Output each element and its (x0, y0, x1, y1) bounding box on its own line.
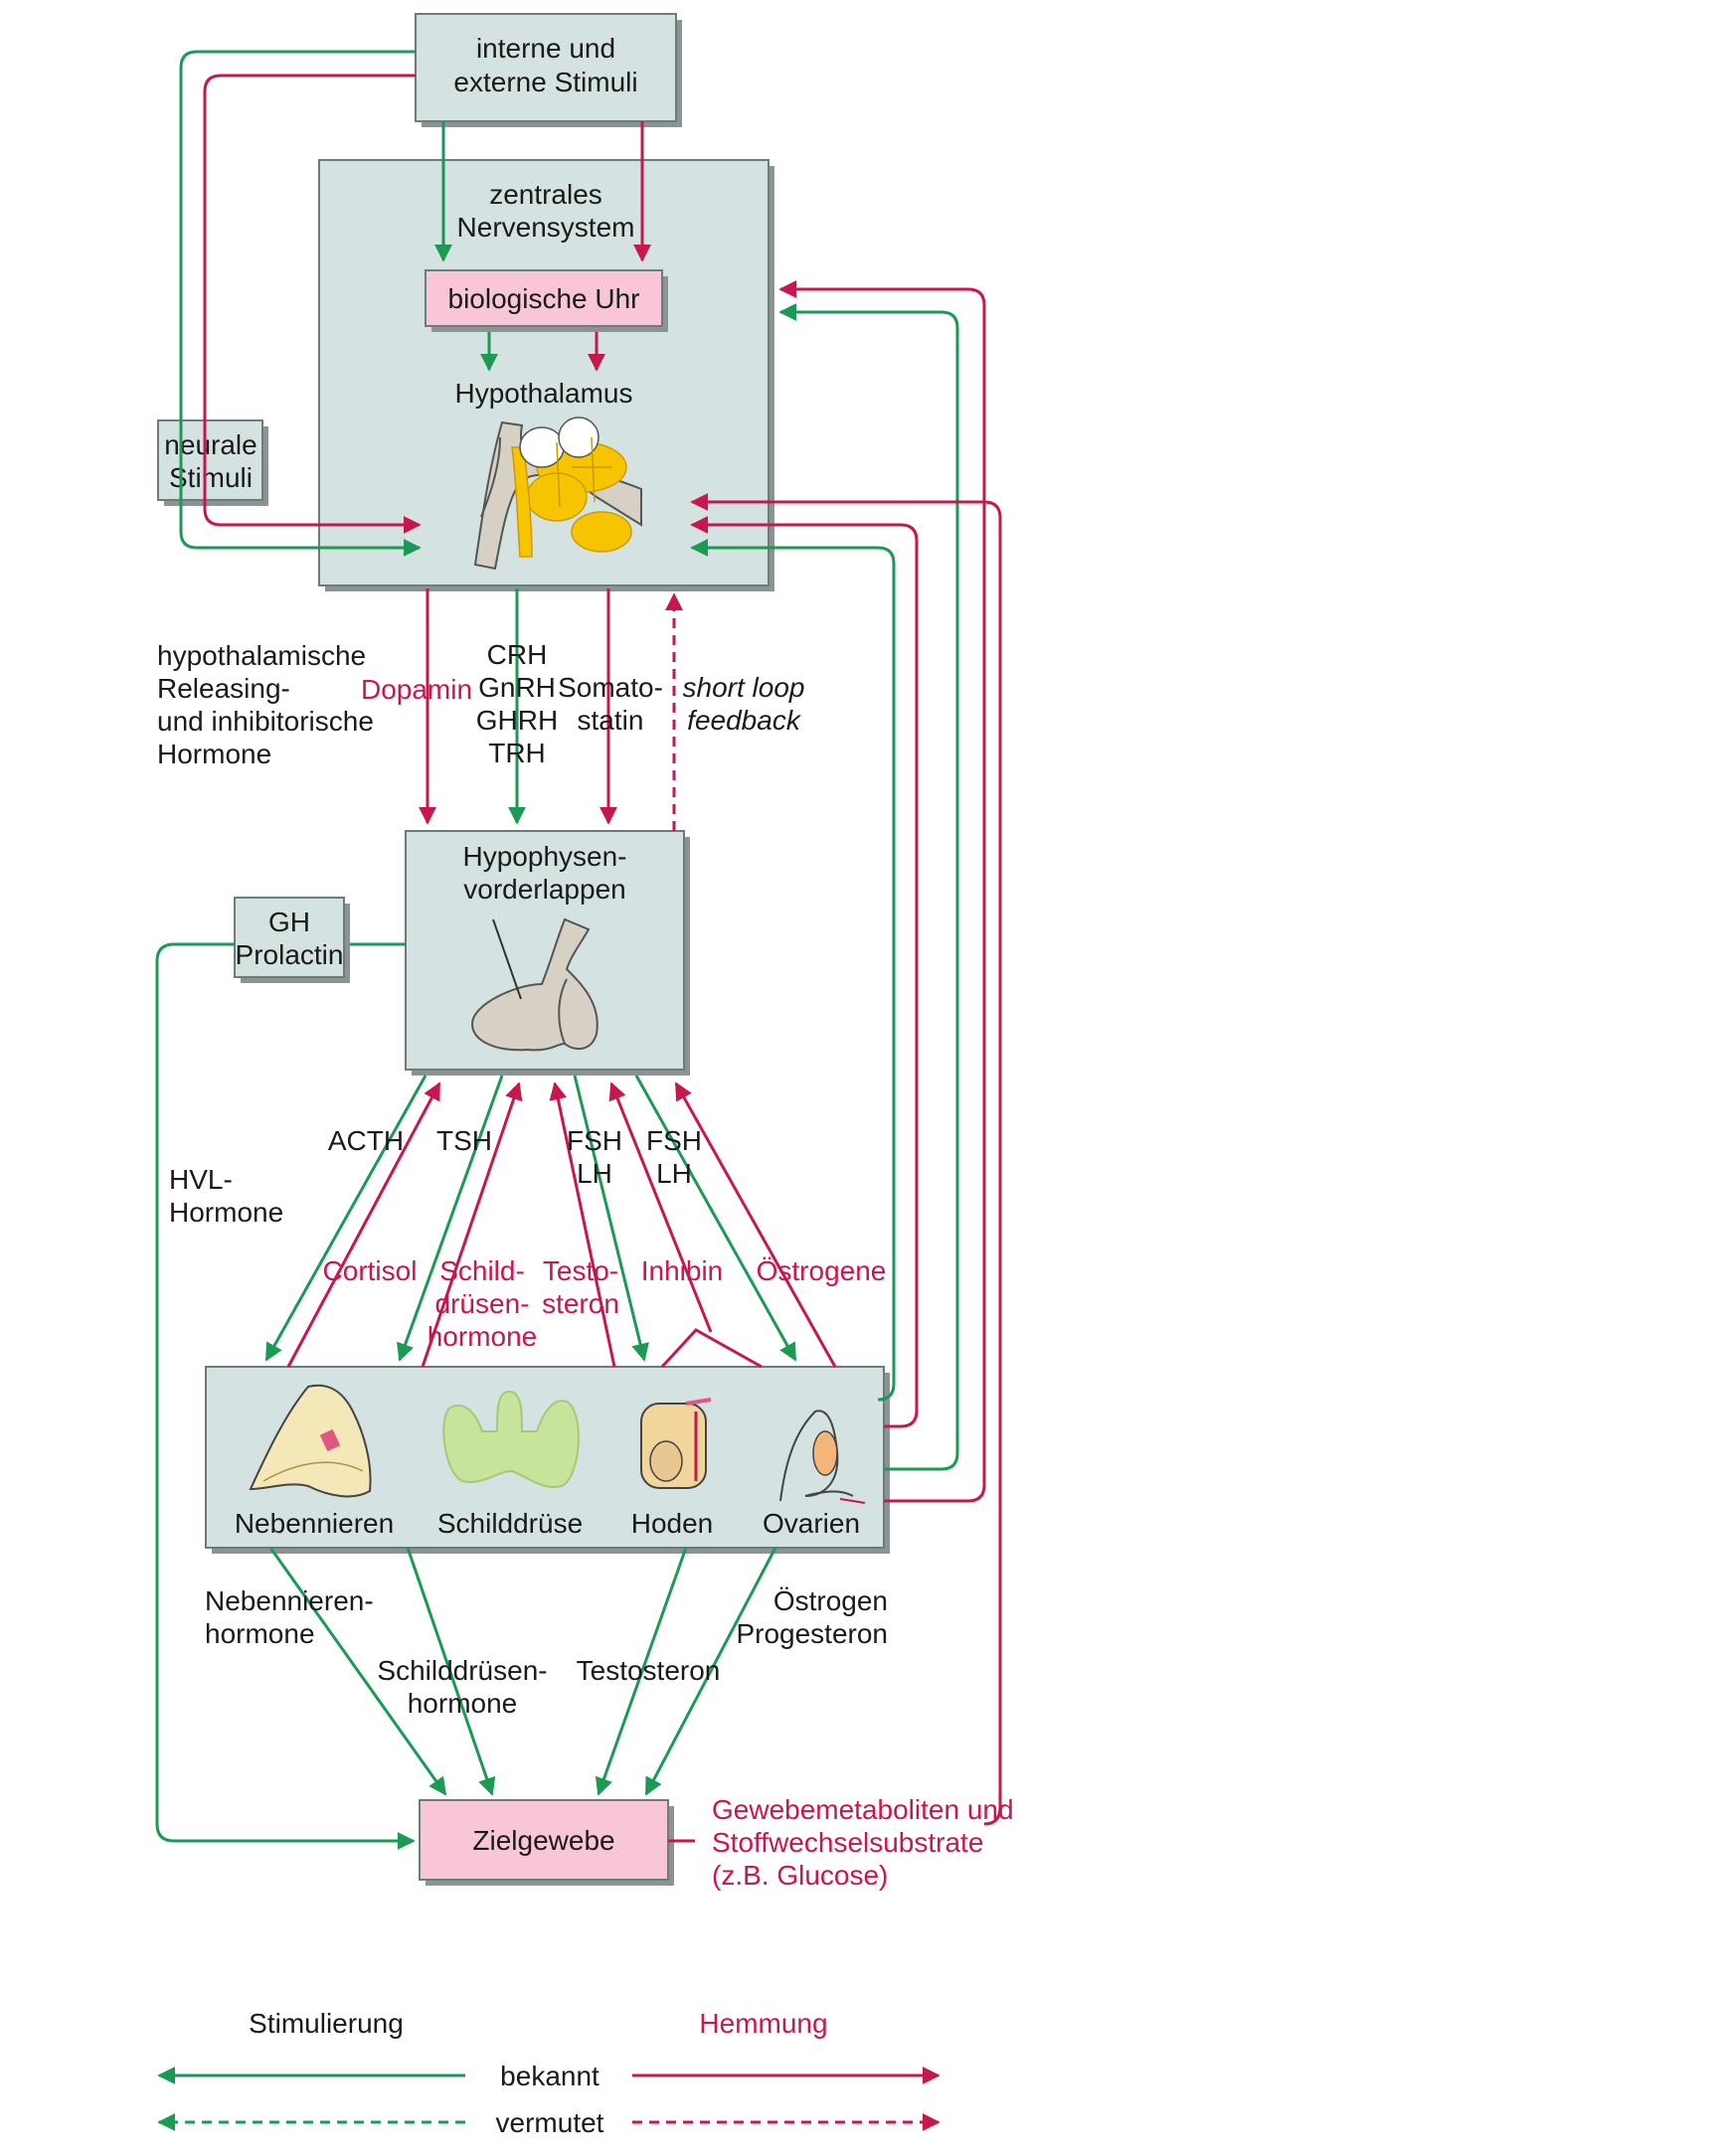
somatostatin-line-1: Somato- (558, 672, 663, 703)
short-loop-line-2: feedback (687, 705, 802, 736)
oestrogene-label: Östrogene (757, 1255, 887, 1286)
adrenal-hormones-line-2: hormone (205, 1618, 315, 1649)
gland-label-thyroid: Schilddrüse (437, 1508, 583, 1539)
legend-known-label: bekannt (500, 2061, 599, 2091)
somatostatin-line-2: statin (578, 705, 644, 736)
thyroid-feedback-line-3: hormone (428, 1321, 538, 1352)
hvl-line-1: HVL- (169, 1164, 233, 1195)
lh-label-1: LH (577, 1158, 612, 1189)
thyroid-hormones-line-1: Schilddrüsen- (377, 1655, 547, 1686)
ovary-illustration (779, 1410, 866, 1504)
neural-label-1: neurale (164, 429, 257, 460)
inhibin-label: Inhibin (641, 1255, 724, 1286)
bio-clock-label: biologische Uhr (448, 283, 640, 314)
short-loop-line-1: short loop (683, 672, 805, 703)
hypothalamus-illustration (473, 416, 642, 571)
gland-label-adrenal: Nebennieren (235, 1508, 394, 1539)
gland-label-ovary: Ovarien (763, 1508, 860, 1539)
metabolites-line-2: Stoffwechselsubstrate (712, 1827, 983, 1858)
lh-label-2: LH (656, 1158, 692, 1189)
thyroid-illustration (442, 1390, 580, 1488)
metabolites-line-3: (z.B. Glucose) (712, 1860, 888, 1891)
cns-label-2: Nervensystem (457, 212, 635, 243)
testosteron-feedback-line-2: steron (542, 1288, 619, 1319)
hypothalamus-label: Hypothalamus (455, 378, 633, 409)
adrenal-hormones-line-1: Nebennieren- (205, 1585, 374, 1616)
thyroid-feedback-line-2: drüsen- (435, 1288, 530, 1319)
testosteron-feedback-line-1: Testo- (543, 1255, 618, 1286)
cortisol-label: Cortisol (323, 1255, 418, 1286)
thyroid-hormones-line-2: hormone (408, 1688, 518, 1719)
tsh-label: TSH (436, 1125, 492, 1156)
neural-label-2: Stimuli (169, 462, 253, 493)
trh-label: TRH (488, 738, 546, 768)
legend-inhibition-label: Hemmung (699, 2008, 827, 2039)
hvl-hormones-label: HVL- Hormone (169, 1164, 283, 1228)
progesterone-label: Progesteron (736, 1618, 888, 1649)
somatostatin-label: Somato- statin (558, 672, 663, 736)
releasing-hormones-label: CRH GnRH GHRH TRH (476, 639, 558, 768)
gland-label-testis: Hoden (631, 1508, 714, 1539)
cns-label-1: zentrales (489, 179, 602, 210)
fsh-label-1: FSH (567, 1125, 622, 1156)
adrenal-illustration (249, 1384, 372, 1498)
gnrh-label: GnRH (478, 672, 556, 703)
testis-illustration (640, 1398, 712, 1489)
acth-label: ACTH (328, 1125, 404, 1156)
hyp-hormones-line-3: und inhibitorische (157, 706, 374, 737)
estrogen-label: Östrogen (773, 1585, 888, 1616)
legend-suspected-label: vermutet (496, 2107, 604, 2138)
crh-label: CRH (487, 639, 548, 670)
target-tissue-box: Zielgewebe (419, 1799, 674, 1886)
testosteron-label: Testosteron (577, 1655, 721, 1686)
hypothalamic-hormones-label: hypothalamische Releasing- und inhibitor… (157, 640, 374, 769)
pituitary-label-2: vorderlappen (463, 874, 625, 905)
fsh-label-2: FSH (646, 1125, 702, 1156)
pituitary-label-1: Hypophysen- (463, 841, 627, 872)
ghrh-label: GHRH (476, 705, 558, 736)
hyp-hormones-line-2: Releasing- (157, 673, 290, 704)
neural-stimuli-box: neurale Stimuli (157, 419, 268, 506)
stimuli-label-1: interne und (476, 33, 615, 64)
gh-label: GH (268, 907, 310, 937)
legend-stimulation-label: Stimulierung (249, 2008, 404, 2039)
stimuli-label-2: externe Stimuli (453, 67, 637, 97)
target-label: Zielgewebe (472, 1825, 614, 1856)
stimuli-box: interne und externe Stimuli (415, 13, 682, 127)
metabolites-line-1: Gewebemetaboliten und (712, 1794, 1014, 1825)
hyp-hormones-line-1: hypothalamische (157, 640, 366, 671)
hvl-line-2: Hormone (169, 1197, 283, 1228)
gh-prolactin-box: GH Prolactin (234, 897, 350, 983)
dopamin-label: Dopamin (361, 674, 472, 705)
prolactin-label: Prolactin (236, 939, 344, 970)
hyp-hormones-line-4: Hormone (157, 739, 271, 769)
bio-clock-box: biologische Uhr (425, 269, 668, 332)
short-loop-label: short loop feedback (683, 672, 805, 736)
cns-box: zentrales Nervensystem (318, 159, 774, 591)
pituitary-illustration (470, 917, 599, 1052)
thyroid-feedback-line-1: Schild- (439, 1255, 525, 1286)
legend: Stimulierung Hemmung bekannt vermutet (157, 2008, 941, 2138)
connector-arrows (155, 50, 1002, 1850)
